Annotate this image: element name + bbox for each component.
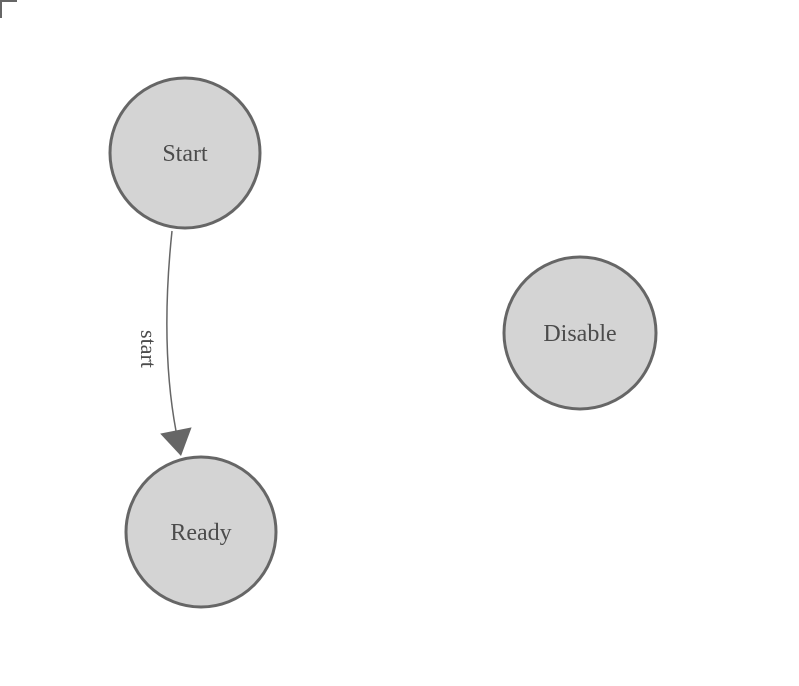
edge-line-start-to-ready[interactable]	[166, 230, 177, 432]
state-node-ready-circle[interactable]	[124, 455, 278, 609]
edge-label-start: start	[136, 330, 161, 368]
canvas-corner-mark	[0, 0, 17, 18]
edge-arrowhead-icon	[160, 427, 192, 456]
edge-start-to-ready: start	[136, 230, 192, 456]
state-node-disable-circle[interactable]	[502, 255, 658, 411]
state-node-start-circle[interactable]	[108, 76, 262, 230]
state-node-start: Start	[108, 76, 262, 230]
state-node-disable: Disable	[502, 255, 658, 411]
state-node-ready: Ready	[124, 455, 278, 609]
